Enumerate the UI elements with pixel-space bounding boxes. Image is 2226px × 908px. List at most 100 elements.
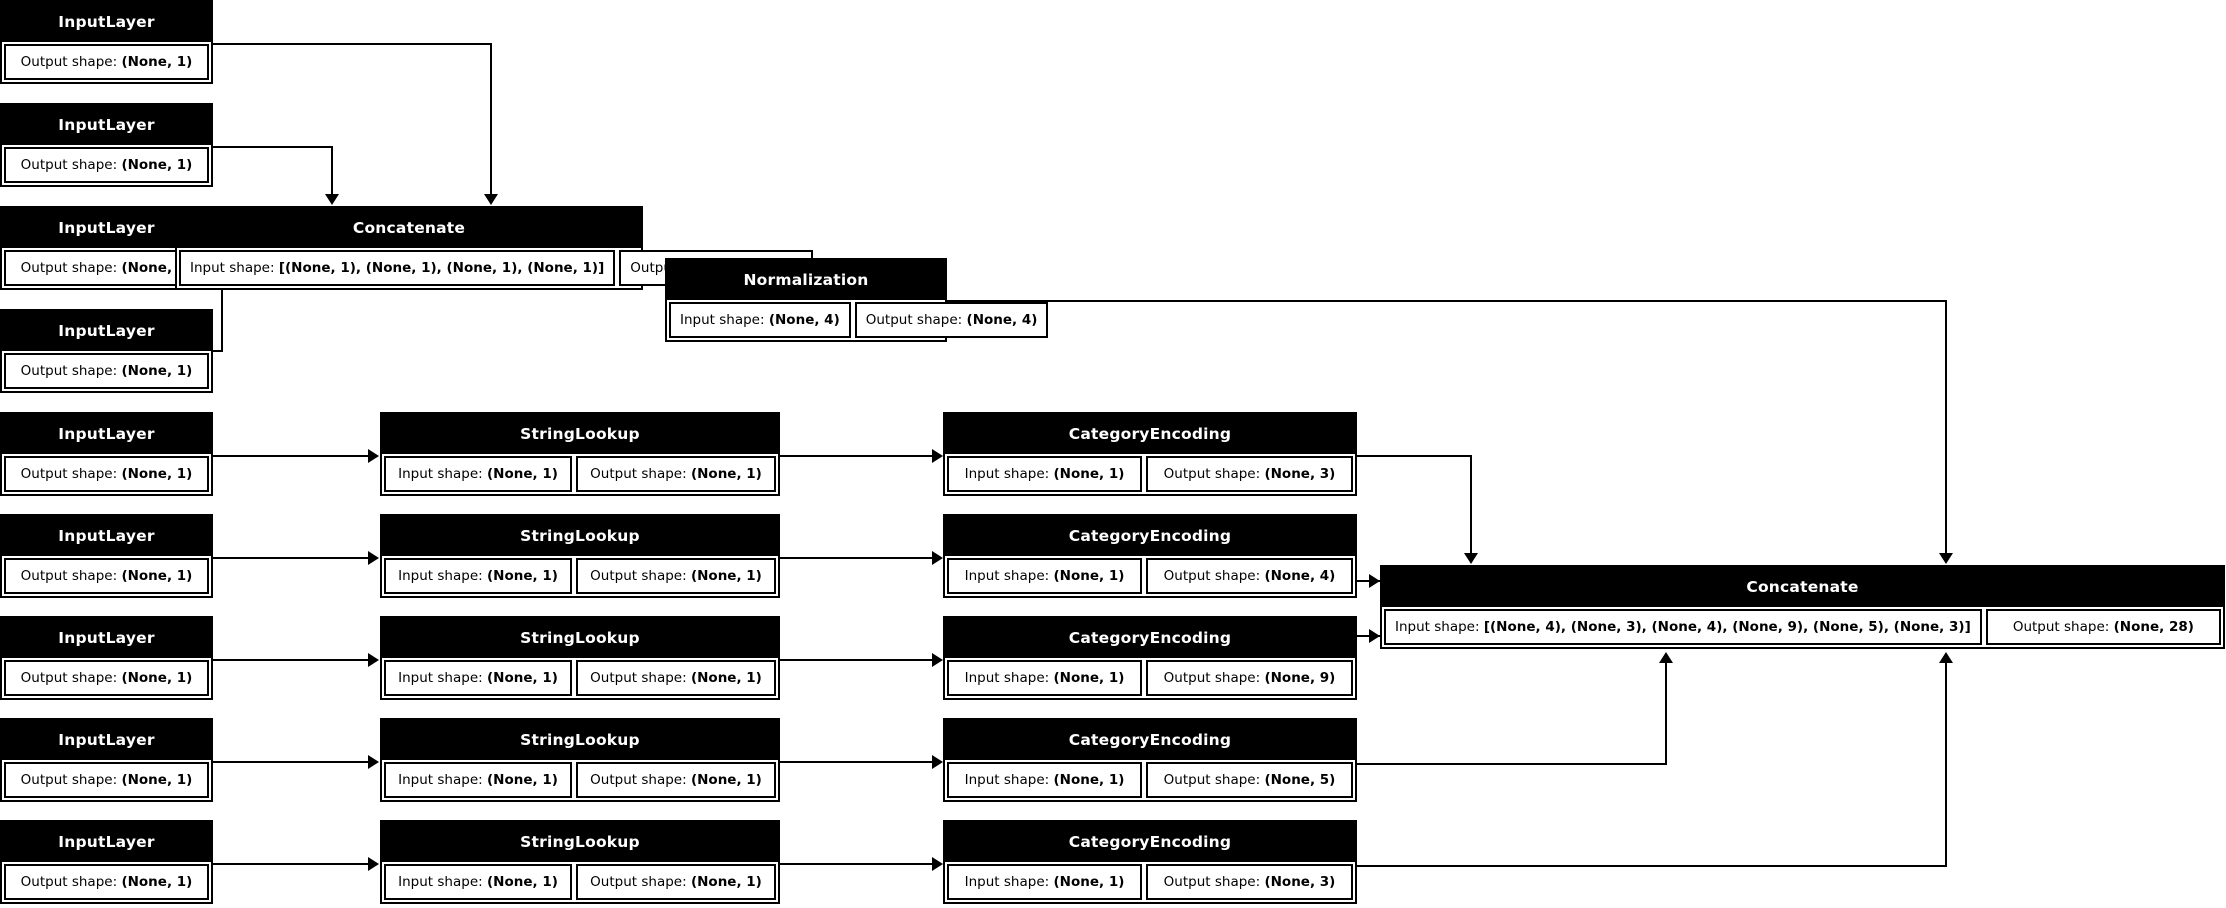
node-title: InputLayer [2, 414, 211, 454]
node-string-lookup-3[interactable]: StringLookup Input shape: (None, 1) Outp… [380, 718, 780, 802]
output-shape-cell: Output shape: (None, 1) [576, 660, 776, 696]
input-shape-cell: Input shape: (None, 1) [384, 660, 573, 696]
input-shape-cell: Input shape: (None, 1) [947, 558, 1143, 594]
output-shape-value: (None, 9) [1264, 670, 1336, 686]
node-category-encoding-1[interactable]: CategoryEncoding Input shape: (None, 1) … [943, 514, 1357, 598]
edge-enc0-to-final [1357, 455, 1472, 457]
arrowhead-cat3-lookup-to-encoding [932, 755, 943, 769]
node-title: StringLookup [382, 720, 778, 760]
output-shape-cell: Output shape: (None, 1) [4, 456, 209, 492]
output-shape-label: Output shape: [20, 874, 118, 890]
input-shape-value: [(None, 4), (None, 3), (None, 4), (None,… [1483, 619, 1971, 635]
node-body: Output shape: (None, 1) [2, 556, 211, 596]
node-input-layer-categorical-4[interactable]: InputLayer Output shape: (None, 1) [0, 820, 213, 904]
output-shape-cell: Output shape: (None, 1) [4, 250, 209, 286]
output-shape-value: (None, 4) [1264, 568, 1336, 584]
node-category-encoding-4[interactable]: CategoryEncoding Input shape: (None, 1) … [943, 820, 1357, 904]
input-shape-cell: Input shape: (None, 1) [384, 558, 573, 594]
edge-enc0-to-final-drop [1470, 455, 1472, 555]
edge-normalization-to-final-drop [1945, 300, 1947, 555]
node-concatenate-numeric[interactable]: Concatenate Input shape: [(None, 1), (No… [175, 206, 813, 290]
output-shape-label: Output shape: [20, 466, 118, 482]
node-body: Input shape: (None, 1) Output shape: (No… [945, 658, 1355, 698]
output-shape-label: Output shape: [1163, 466, 1261, 482]
input-shape-label: Input shape: [964, 874, 1050, 890]
node-input-layer-categorical-2[interactable]: InputLayer Output shape: (None, 1) [0, 616, 213, 700]
node-title: Normalization [667, 260, 945, 300]
arrowhead-cat4-lookup-to-encoding [932, 857, 943, 871]
node-body: Input shape: (None, 1) Output shape: (No… [945, 862, 1355, 902]
node-title: Concatenate [1382, 567, 2223, 607]
node-body: Input shape: (None, 1) Output shape: (No… [945, 760, 1355, 800]
output-shape-cell: Output shape: (None, 3) [1146, 864, 1353, 900]
input-shape-label: Input shape: [398, 670, 483, 686]
node-input-layer-numeric-1[interactable]: InputLayer Output shape: (None, 1) [0, 103, 213, 187]
node-body: Output shape: (None, 1) [2, 454, 211, 494]
input-shape-value: (None, 1) [486, 874, 558, 890]
node-category-encoding-2[interactable]: CategoryEncoding Input shape: (None, 1) … [943, 616, 1357, 700]
edge-input3-to-concat-base [213, 350, 223, 352]
node-category-encoding-3[interactable]: CategoryEncoding Input shape: (None, 1) … [943, 718, 1357, 802]
node-title: InputLayer [2, 516, 211, 556]
node-input-layer-numeric-3[interactable]: InputLayer Output shape: (None, 1) [0, 309, 213, 393]
node-normalization[interactable]: Normalization Input shape: (None, 4) Out… [665, 258, 1049, 342]
input-shape-label: Input shape: [680, 312, 765, 328]
output-shape-label: Output shape: [2012, 619, 2110, 635]
node-concatenate-final[interactable]: Concatenate Input shape: [(None, 4), (No… [1380, 565, 2225, 649]
edge-enc3-to-final-rise [1665, 663, 1667, 763]
input-shape-value: [(None, 1), (None, 1), (None, 1), (None,… [278, 260, 605, 276]
input-shape-value: (None, 1) [486, 568, 558, 584]
input-shape-cell: Input shape: (None, 1) [384, 864, 573, 900]
node-string-lookup-4[interactable]: StringLookup Input shape: (None, 1) Outp… [380, 820, 780, 904]
input-shape-cell: Input shape: [(None, 1), (None, 1), (Non… [179, 250, 616, 286]
input-shape-value: (None, 1) [486, 670, 558, 686]
edge-cat4-input-to-lookup [213, 863, 368, 865]
output-shape-cell: Output shape: (None, 1) [4, 762, 209, 798]
output-shape-label: Output shape: [590, 670, 687, 686]
node-input-layer-numeric-0[interactable]: InputLayer Output shape: (None, 1) [0, 0, 213, 84]
node-string-lookup-2[interactable]: StringLookup Input shape: (None, 1) Outp… [380, 616, 780, 700]
input-shape-label: Input shape: [964, 466, 1050, 482]
node-category-encoding-0[interactable]: CategoryEncoding Input shape: (None, 1) … [943, 412, 1357, 496]
node-title: CategoryEncoding [945, 516, 1355, 556]
output-shape-cell: Output shape: (None, 1) [4, 864, 209, 900]
node-title: InputLayer [2, 311, 211, 351]
arrowhead-input1-to-concat [325, 194, 339, 205]
node-input-layer-categorical-3[interactable]: InputLayer Output shape: (None, 1) [0, 718, 213, 802]
arrowhead-cat0-input-to-lookup [368, 449, 379, 463]
output-shape-cell: Output shape: (None, 5) [1146, 762, 1353, 798]
output-shape-cell: Output shape: (None, 1) [4, 660, 209, 696]
node-body: Output shape: (None, 1) [2, 658, 211, 698]
node-string-lookup-1[interactable]: StringLookup Input shape: (None, 1) Outp… [380, 514, 780, 598]
input-shape-cell: Input shape: (None, 4) [669, 302, 851, 338]
edge-input1-to-concat-drop [331, 146, 333, 196]
output-shape-label: Output shape: [590, 772, 687, 788]
node-body: Input shape: (None, 1) Output shape: (No… [382, 760, 778, 800]
node-title: StringLookup [382, 822, 778, 862]
node-body: Output shape: (None, 1) [2, 760, 211, 800]
node-body: Input shape: (None, 4) Output shape: (No… [667, 300, 1049, 340]
node-body: Output shape: (None, 1) [2, 351, 211, 391]
output-shape-cell: Output shape: (None, 9) [1146, 660, 1353, 696]
node-input-layer-categorical-0[interactable]: InputLayer Output shape: (None, 1) [0, 412, 213, 496]
node-title: InputLayer [2, 105, 211, 145]
input-shape-label: Input shape: [964, 772, 1050, 788]
output-shape-value: (None, 28) [2113, 619, 2194, 635]
output-shape-label: Output shape: [1163, 874, 1261, 890]
arrowhead-cat3-input-to-lookup [368, 755, 379, 769]
node-title: StringLookup [382, 618, 778, 658]
edge-cat3-input-to-lookup [213, 761, 368, 763]
output-shape-value: (None, 1) [121, 670, 193, 686]
edge-enc4-to-final-rise [1945, 663, 1947, 865]
output-shape-label: Output shape: [590, 874, 687, 890]
output-shape-value: (None, 3) [1264, 466, 1336, 482]
node-input-layer-categorical-1[interactable]: InputLayer Output shape: (None, 1) [0, 514, 213, 598]
edge-cat2-input-to-lookup [213, 659, 368, 661]
output-shape-cell: Output shape: (None, 1) [4, 44, 209, 80]
output-shape-label: Output shape: [590, 466, 687, 482]
input-shape-label: Input shape: [1395, 619, 1480, 635]
edge-cat3-lookup-to-encoding [780, 761, 935, 763]
node-body: Input shape: (None, 1) Output shape: (No… [382, 454, 778, 494]
node-string-lookup-0[interactable]: StringLookup Input shape: (None, 1) Outp… [380, 412, 780, 496]
output-shape-cell: Output shape: (None, 28) [1985, 609, 2221, 645]
